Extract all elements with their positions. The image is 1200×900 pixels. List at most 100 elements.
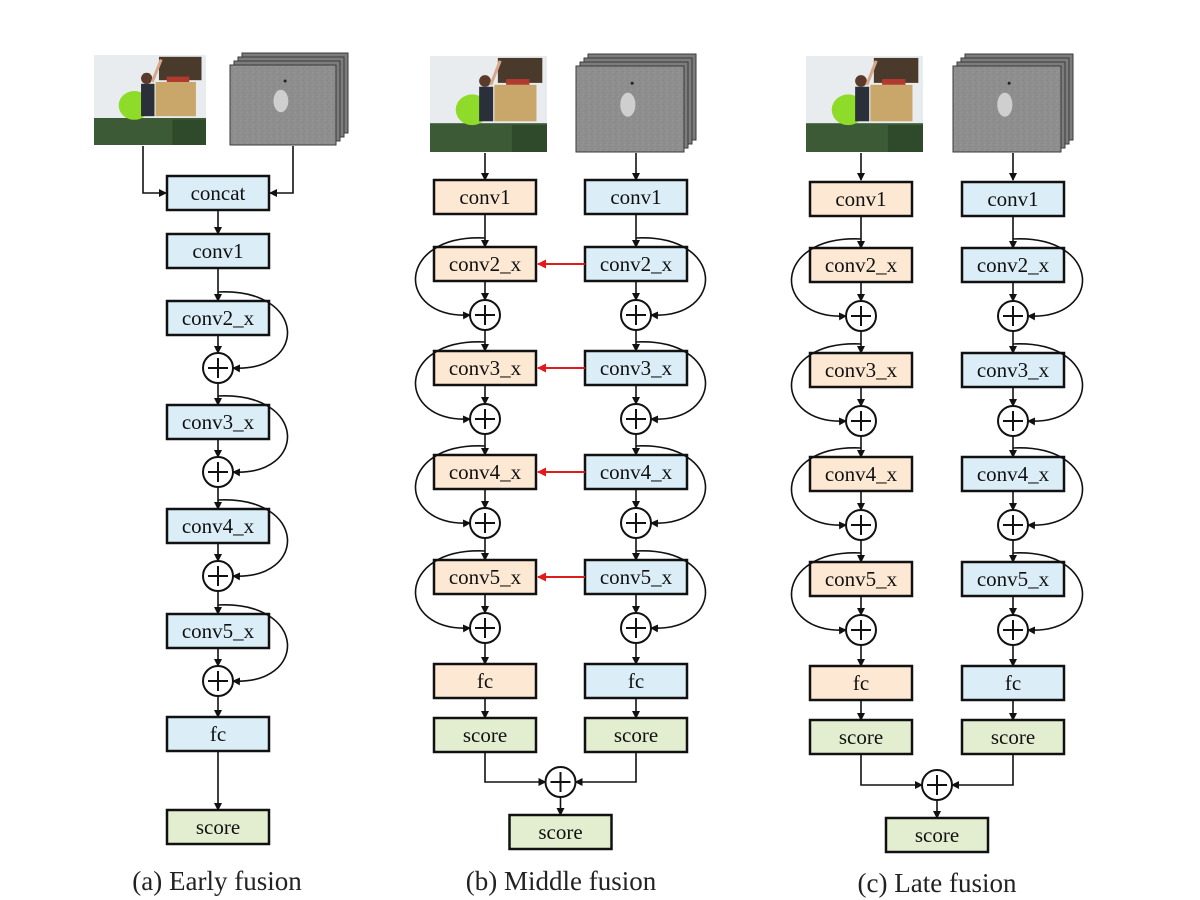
late-depth-conv3_x-block-label: conv3_x xyxy=(977,358,1050,382)
late-depth-skip-connection-3 xyxy=(1012,343,1084,426)
caption-late-fusion: (c) Late fusion xyxy=(857,868,1017,898)
middle-rgb-skip-connection-2 xyxy=(414,237,486,320)
middle-depth-skip-connection-3 xyxy=(635,341,707,424)
late-depth-frame-stack xyxy=(952,53,1074,153)
middle-depth-frame-stack xyxy=(575,53,697,153)
late-depth-conv5_x-block-label: conv5_x xyxy=(977,567,1050,591)
early-skip-connection-3 xyxy=(217,395,289,477)
middle-depth-conv1-block: conv1 xyxy=(583,178,689,216)
middle-rgb-residual-add-5 xyxy=(469,612,501,644)
early-conv1-block: conv1 xyxy=(165,232,271,270)
middle-rgb-score-block: score xyxy=(432,716,538,754)
early-fc-block-label: fc xyxy=(210,722,226,746)
middle-rgb-fc-block: fc xyxy=(432,662,538,700)
caption-early-fusion: (a) Early fusion xyxy=(132,866,302,896)
late-rgb-conv4_x-block-label: conv4_x xyxy=(825,462,898,486)
middle-rgb-residual-add-4 xyxy=(469,507,501,539)
middle-depth-conv3_x-block: conv3_x xyxy=(583,349,689,387)
early-conv5_x-block: conv5_x xyxy=(165,612,271,650)
middle-depth-fc-block: fc xyxy=(583,662,689,700)
early-residual-add-5 xyxy=(202,665,234,697)
middle-rgb-skip-connection-4 xyxy=(414,445,486,528)
early-residual-add-4 xyxy=(202,560,234,592)
late-final-score-block-label: score xyxy=(915,823,959,847)
late-rgb-conv4_x-block: conv4_x xyxy=(808,455,914,493)
middle-rgb-conv2_x-block: conv2_x xyxy=(432,245,538,283)
middle-depth-conv1-block-label: conv1 xyxy=(610,185,661,209)
middle-rgb-conv5_x-block: conv5_x xyxy=(432,558,538,596)
late-depth-skip-connection-2 xyxy=(1012,238,1084,321)
late-depth-score-block-label: score xyxy=(991,725,1035,749)
early-skip-connection-5 xyxy=(217,604,289,686)
early-conv2_x-block-label: conv2_x xyxy=(182,306,255,330)
early-depth-frame-stack xyxy=(229,52,349,146)
late-depth-residual-add-5 xyxy=(997,614,1029,646)
middle-rgb-conv3_x-block: conv3_x xyxy=(432,349,538,387)
late-rgb-conv1-block-label: conv1 xyxy=(835,187,886,211)
late-rgb-conv3_x-block: conv3_x xyxy=(808,351,914,389)
middle-depth-score-to-fusion-arrow xyxy=(574,752,637,786)
late-depth-conv5_x-block: conv5_x xyxy=(960,560,1066,598)
early-conv3_x-block: conv3_x xyxy=(165,403,271,441)
late-depth-score-block: score xyxy=(960,718,1066,756)
late-depth-skip-connection-5 xyxy=(1012,552,1084,635)
late-depth-fc-block-label: fc xyxy=(1005,671,1021,695)
middle-rgb-conv3_x-block-label: conv3_x xyxy=(449,356,522,380)
early-skip-connection-4 xyxy=(217,499,289,581)
late-depth-conv1-block-label: conv1 xyxy=(987,187,1038,211)
late-depth-conv1-block: conv1 xyxy=(960,180,1066,218)
early-skip-connection-2 xyxy=(217,291,289,373)
middle-depth-score-block-label: score xyxy=(614,723,658,747)
middle-rgb-fc-block-label: fc xyxy=(477,669,493,693)
late-depth-residual-add-4 xyxy=(997,509,1029,541)
middle-depth-residual-add-5 xyxy=(620,612,652,644)
late-rgb-score-block: score xyxy=(808,718,914,756)
early-conv5_x-block-label: conv5_x xyxy=(182,619,255,643)
late-depth-fc-block: fc xyxy=(960,664,1066,702)
early-conv2_x-block: conv2_x xyxy=(165,299,271,337)
late-rgb-conv1-block: conv1 xyxy=(808,180,914,218)
middle-depth-fc-block-label: fc xyxy=(628,669,644,693)
late-depth-conv4_x-block-label: conv4_x xyxy=(977,462,1050,486)
early-fc-block: fc xyxy=(165,715,271,753)
late-rgb-residual-add-2 xyxy=(845,300,877,332)
middle-rgb-conv5_x-block-label: conv5_x xyxy=(449,565,522,589)
middle-rgb-conv2_x-block-label: conv2_x xyxy=(449,252,522,276)
middle-rgb-conv1-block: conv1 xyxy=(432,178,538,216)
late-rgb-score-block-label: score xyxy=(839,725,883,749)
early-conv3_x-block-label: conv3_x xyxy=(182,410,255,434)
middle-rgb-residual-add-2 xyxy=(469,299,501,331)
late-rgb-skip-connection-3 xyxy=(790,343,862,426)
middle-depth-residual-add-2 xyxy=(620,299,652,331)
early-residual-add-2 xyxy=(202,352,234,384)
late-rgb-score-to-fusion-arrow xyxy=(860,754,923,789)
middle-rgb-skip-connection-5 xyxy=(414,550,486,633)
late-rgb-residual-add-5 xyxy=(845,614,877,646)
late-rgb-conv5_x-block: conv5_x xyxy=(808,560,914,598)
middle-rgb-conv1-block-label: conv1 xyxy=(459,185,510,209)
late-rgb-conv5_x-block-label: conv5_x xyxy=(825,567,898,591)
middle-depth-score-block: score xyxy=(583,716,689,754)
late-rgb-conv3_x-block-label: conv3_x xyxy=(825,358,898,382)
late-rgb-conv2_x-block: conv2_x xyxy=(808,246,914,284)
early-rgb-frame xyxy=(94,55,206,145)
early-concat-block: concat xyxy=(165,174,271,212)
middle-final-score-block-label: score xyxy=(538,820,582,844)
late-depth-skip-connection-4 xyxy=(1012,447,1084,530)
late-final-score-block: score xyxy=(884,816,990,854)
middle-depth-conv2_x-block: conv2_x xyxy=(583,245,689,283)
middle-depth-conv5_x-block-label: conv5_x xyxy=(600,565,673,589)
middle-rgb-residual-add-3 xyxy=(469,403,501,435)
late-rgb-fc-block-label: fc xyxy=(853,671,869,695)
late-rgb-frame xyxy=(806,56,923,152)
late-rgb-residual-add-4 xyxy=(845,509,877,541)
early-score-block: score xyxy=(165,808,271,846)
late-depth-conv2_x-block: conv2_x xyxy=(960,246,1066,284)
late-rgb-fc-block: fc xyxy=(808,664,914,702)
late-depth-residual-add-3 xyxy=(997,405,1029,437)
late-depth-score-to-fusion-arrow xyxy=(951,754,1014,789)
middle-rgb-score-block-label: score xyxy=(463,723,507,747)
middle-depth-skip-connection-2 xyxy=(635,237,707,320)
late-depth-residual-add-2 xyxy=(997,300,1029,332)
